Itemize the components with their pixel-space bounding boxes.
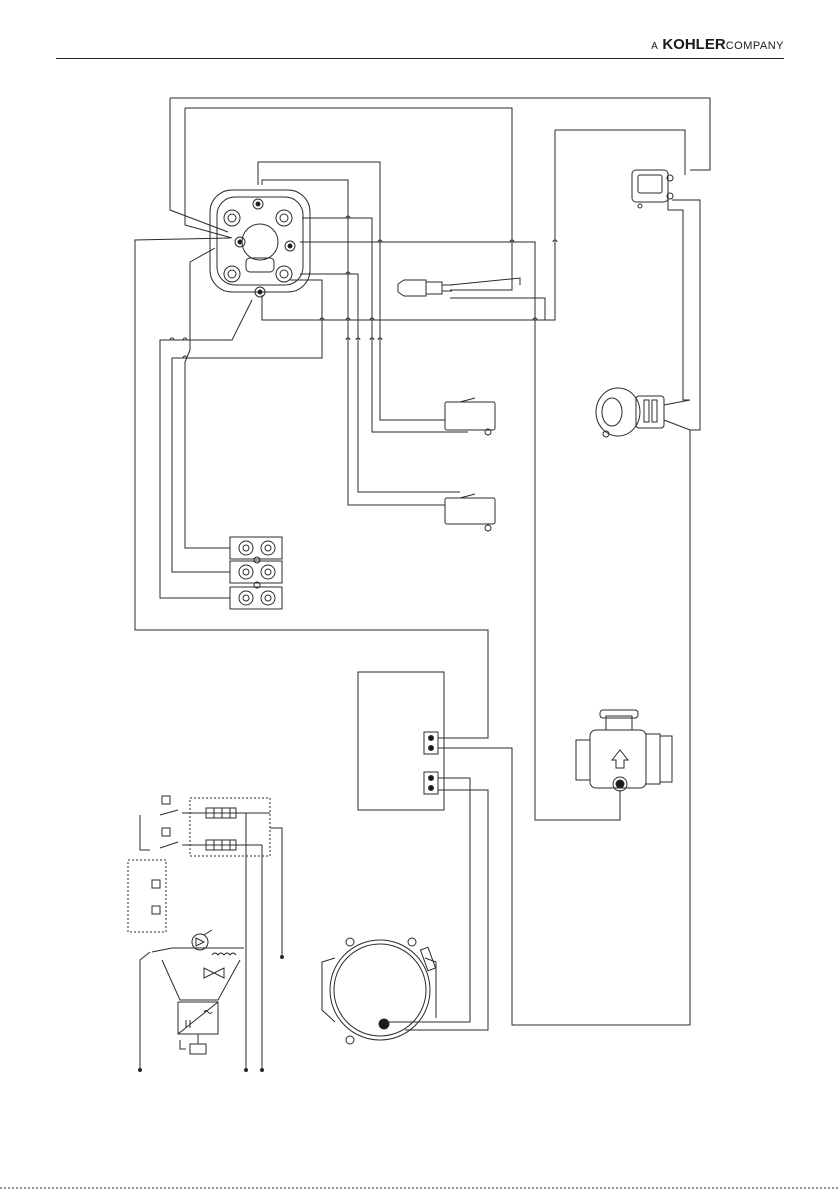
control-unit-screws [224, 199, 295, 297]
micro-switch-upper [445, 398, 495, 435]
fan-motor [596, 388, 690, 437]
control-board [358, 672, 444, 810]
micro-switch-lower [445, 494, 495, 531]
sensor-probe [398, 280, 452, 296]
wires [135, 98, 710, 1030]
connector-plug [632, 170, 673, 208]
control-unit [210, 190, 310, 297]
schematic-symbol [128, 796, 284, 1072]
terminal-block [230, 537, 282, 609]
gas-valve [576, 710, 672, 791]
pump [322, 938, 436, 1044]
